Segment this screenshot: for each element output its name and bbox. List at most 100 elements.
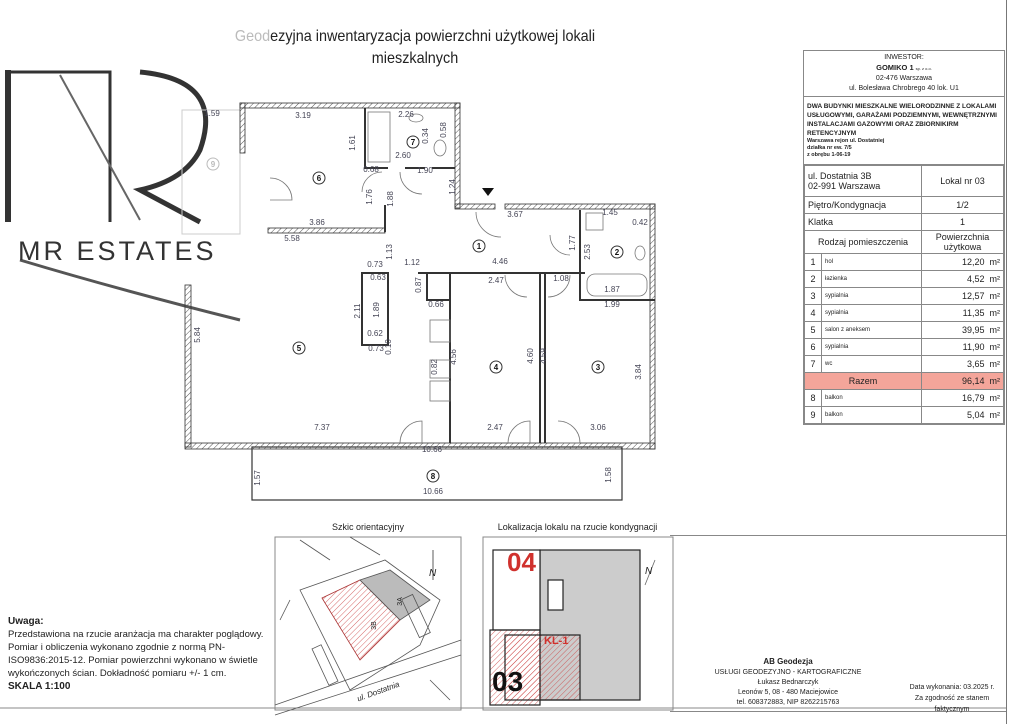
room-name: hol — [821, 253, 922, 271]
dimension-label: 0.34 — [421, 128, 430, 144]
room-name: salon z aneksem — [821, 321, 922, 339]
area-unit: m² — [989, 359, 1001, 369]
room-area: 3,65 — [966, 359, 985, 369]
dimension-label: 4.46 — [492, 257, 508, 266]
shower-icon — [367, 111, 391, 163]
room-number: 4 — [804, 304, 822, 322]
dimension-label: 0.82 — [430, 359, 439, 375]
toilet-icon — [634, 245, 646, 261]
column-header-area: Powierzchnia użytkowa — [921, 230, 1004, 254]
dimension-label: 1.12 — [404, 258, 420, 267]
area-unit: m² — [989, 291, 1001, 301]
dimension-label: 0.58 — [439, 122, 448, 138]
dimension-label: 0.42 — [632, 218, 648, 227]
total-unit: m² — [989, 376, 1001, 386]
area-unit: m² — [989, 342, 1001, 352]
address-line1: ul. Dostatnia 3B — [808, 171, 872, 181]
dimension-label: 1.99 — [604, 300, 620, 309]
interior-walls — [361, 108, 655, 443]
logo-monogram — [5, 69, 241, 322]
kitchen-sink-icon — [429, 380, 451, 402]
dimension-label: 2.60 — [395, 151, 411, 160]
area-unit: m² — [989, 325, 1001, 335]
building-3a-label: 3A — [396, 597, 404, 606]
dimension-label: 3.19 — [295, 111, 311, 120]
stair-label: KL-1 — [544, 635, 569, 647]
room-name: sypialnia — [821, 287, 922, 305]
dimension-label: 0.62 — [367, 329, 383, 338]
dimension-label: 1.61 — [348, 135, 357, 151]
room-number: 7 — [804, 355, 822, 373]
page-border — [1006, 0, 1007, 724]
room-name: balkon — [821, 406, 922, 424]
sketch-title: Szkic orientacyjny — [331, 522, 405, 532]
total-label: Razem — [804, 372, 922, 390]
project-description: DWA BUDYNKI MIESZKALNE WIELORODZINNE Z L… — [807, 103, 997, 137]
room-marker-7: 7 — [406, 135, 420, 149]
north-arrow-icon: N — [429, 568, 437, 579]
room-area: 39,95 — [961, 325, 985, 335]
investor-section: INWESTOR: GOMIKO 1 sp. z o.o. 02-476 War… — [804, 51, 1004, 97]
room-name: sypialnia — [821, 338, 922, 356]
surveyor-box — [670, 535, 1006, 712]
room-area: 5,04 — [966, 410, 985, 420]
dimension-label: 1.59 — [204, 109, 220, 118]
room-number: 2 — [804, 270, 822, 288]
note-line: Pomiar i obliczenia wykonano zgodnie z n… — [8, 642, 258, 679]
door-swing — [399, 171, 423, 195]
dimension-label: 1.24 — [448, 179, 457, 195]
room-number: 1 — [804, 253, 822, 271]
door-swing — [549, 234, 571, 256]
project-location: Warszawa rejon ul. Dostatniej — [807, 138, 885, 144]
room-area: 4,52 — [966, 274, 985, 284]
room-marker-2: 2 — [610, 245, 624, 259]
svg-text:5: 5 — [297, 344, 302, 353]
surveyor-contact: tel. 608372883, NIP 8262215763 — [736, 699, 840, 706]
surveyor-info: AB Geodezja USŁUGI GEODEZYJNO - KARTOGRA… — [678, 657, 898, 708]
room-marker-6: 6 — [312, 171, 326, 185]
location-title: Lokalizacja lokalu na rzucie kondygnacji — [497, 522, 658, 532]
door-swing — [547, 274, 571, 298]
total-row: Razem 96,14 m² — [804, 372, 1004, 390]
note-heading: Uwaga: — [8, 616, 44, 627]
svg-text:9: 9 — [211, 160, 216, 169]
unit-number: Lokal nr 03 — [921, 165, 1004, 197]
area-unit: m² — [989, 308, 1001, 318]
door-swing — [269, 177, 293, 201]
dimension-label: 4.60 — [526, 348, 535, 364]
orientation-sketch — [274, 536, 462, 716]
area-unit: m² — [989, 274, 1001, 284]
dimension-label: 2.26 — [398, 110, 414, 119]
dimension-label: 1.58 — [604, 467, 613, 483]
room-name: wc — [821, 355, 922, 373]
exterior-walls — [184, 102, 656, 450]
dimension-label: 0.63 — [370, 273, 386, 282]
cooktop-icon — [429, 319, 451, 343]
dimension-label: 2.47 — [488, 276, 504, 285]
door-swing — [399, 420, 423, 444]
column-header-type: Rodzaj pomieszczenia — [804, 230, 922, 254]
dimension-label: 1.87 — [604, 285, 620, 294]
balcony-9 — [181, 109, 241, 235]
scale-label: SKALA 1:100 — [8, 681, 71, 692]
dimension-label: 3.06 — [590, 423, 606, 432]
dimension-label: 3.86 — [309, 218, 325, 227]
sink-icon — [408, 113, 424, 123]
toilet-icon — [433, 139, 447, 157]
room-marker-5: 5 — [292, 341, 306, 355]
location-frame — [482, 536, 674, 711]
unit-03-label: 03 — [492, 666, 524, 697]
room-name: łazienka — [821, 270, 922, 288]
surveyor-services: USŁUGI GEODEZYJNO - KARTOGRAFICZNE — [714, 669, 862, 676]
room-name: balkon — [821, 389, 922, 407]
note-line: Przedstawiona na rzucie aranżacja ma cha… — [8, 629, 264, 640]
svg-text:7: 7 — [411, 138, 416, 147]
